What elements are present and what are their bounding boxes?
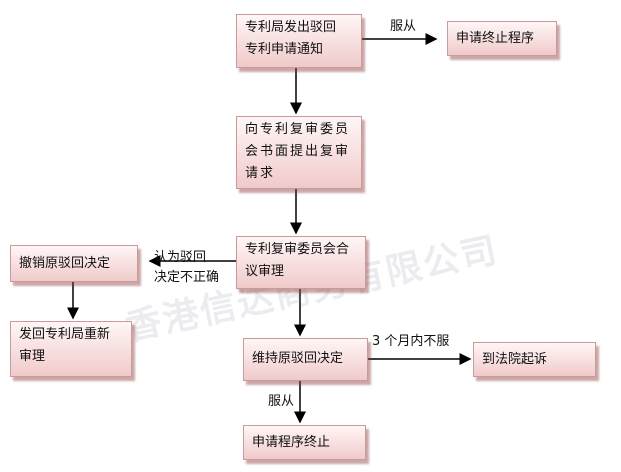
box-terminate-procedure-2: 申请程序终止: [243, 425, 366, 460]
box-request-reexamination: 向专利复审委员 会书面提出复审 请求: [236, 116, 362, 189]
box-terminate-procedure-1: 申请终止程序: [447, 21, 557, 56]
box-rejection-notice: 专利局发出驳回 专利申请通知: [236, 14, 362, 68]
label-accept-2: 服从: [268, 394, 295, 409]
label-within-3-months: 3 个月内不服: [372, 334, 450, 349]
label-deemed-incorrect: 认为驳回 决定不正确: [154, 250, 220, 285]
box-revoke-rejection: 撤销原驳回决定: [10, 245, 138, 282]
box-maintain-rejection: 维持原驳回决定: [243, 338, 368, 381]
box-return-for-reexam: 发回专利局重新 审理: [10, 321, 132, 377]
box-board-review: 专利复审委员会合 议审理: [236, 236, 366, 289]
box-sue-in-court: 到法院起诉: [473, 342, 596, 377]
label-accept-1: 服从: [390, 19, 417, 34]
